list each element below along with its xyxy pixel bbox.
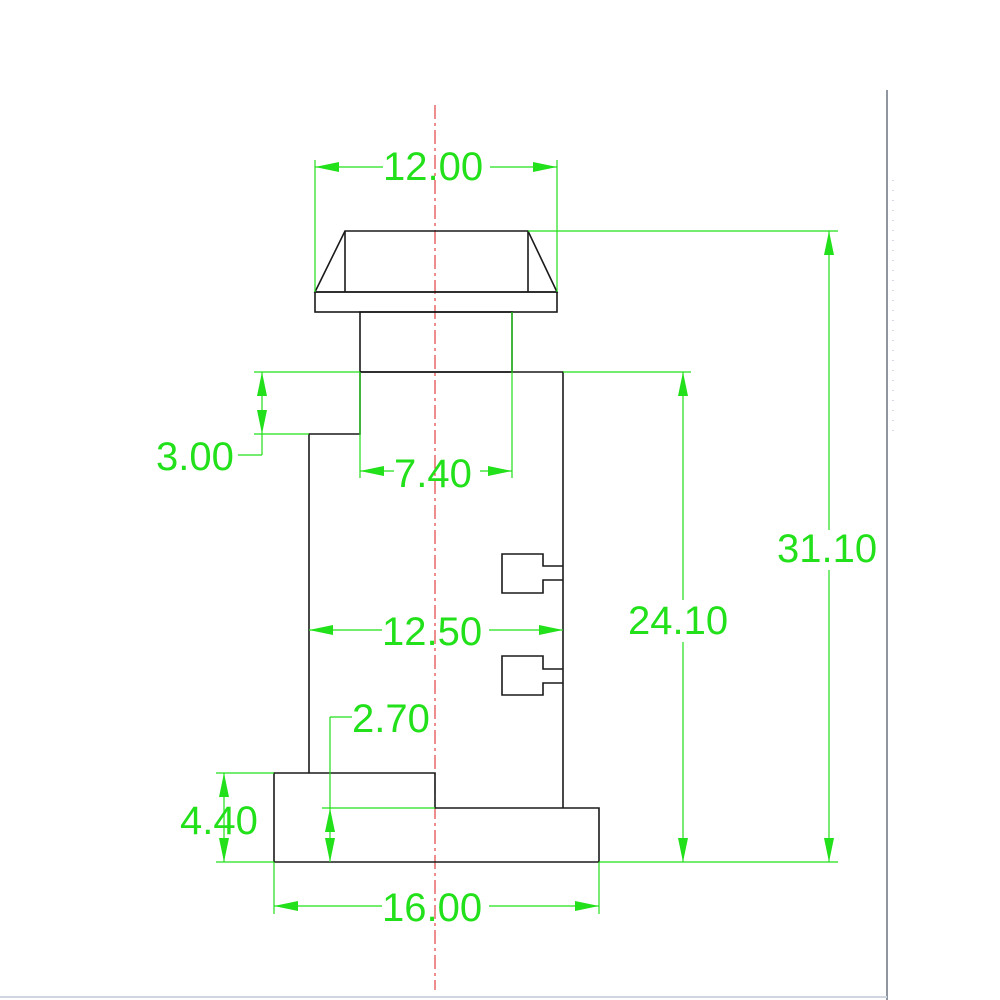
arrowhead bbox=[325, 808, 335, 832]
dimension-foot-step: 2.70 bbox=[322, 697, 435, 862]
dimension-text-body-width: 12.50 bbox=[382, 610, 482, 654]
arrowhead bbox=[678, 838, 688, 862]
arrowhead bbox=[824, 231, 834, 255]
arrowhead bbox=[824, 838, 834, 862]
arrowhead bbox=[257, 410, 267, 434]
arrowhead bbox=[533, 162, 557, 172]
base bbox=[273, 772, 600, 863]
dimension-text-shoulder-drop: 3.00 bbox=[156, 435, 234, 479]
dimension-text-top-width: 12.00 bbox=[383, 145, 483, 189]
dimension-top-width: 12.00 bbox=[314, 145, 558, 292]
side-tab-lower bbox=[501, 655, 563, 696]
dimension-total-height: 31.10 bbox=[528, 230, 877, 863]
dimension-text-base-width: 16.00 bbox=[382, 886, 482, 930]
arrowhead bbox=[360, 466, 384, 476]
arrowhead bbox=[315, 162, 339, 172]
dimension-text-total-height: 31.10 bbox=[777, 527, 877, 571]
arrowhead bbox=[309, 625, 333, 635]
dimension-text-foot-step: 2.70 bbox=[352, 697, 430, 741]
main-body bbox=[308, 371, 564, 808]
neck bbox=[359, 311, 513, 373]
arrowhead bbox=[325, 838, 335, 862]
arrowhead bbox=[678, 372, 688, 396]
arrowhead bbox=[539, 625, 563, 635]
arrowhead bbox=[219, 838, 229, 862]
dimension-base-height: 4.40 bbox=[180, 772, 274, 863]
side-tab-upper bbox=[501, 553, 563, 594]
dimension-base-width: 16.00 bbox=[273, 862, 600, 930]
dimension-shoulder-drop: 3.00 bbox=[156, 371, 360, 479]
arrowhead bbox=[257, 372, 267, 396]
cap-flange bbox=[314, 291, 558, 313]
cap-trapezoid bbox=[313, 230, 559, 293]
dimension-body-height: 24.10 bbox=[563, 371, 728, 862]
arrowhead bbox=[488, 466, 512, 476]
dimension-body-width: 12.50 bbox=[309, 610, 563, 654]
arrowhead bbox=[274, 901, 298, 911]
dimension-text-base-height: 4.40 bbox=[180, 799, 258, 843]
arrowhead bbox=[575, 901, 599, 911]
dimension-neck-width: 7.40 bbox=[359, 312, 513, 496]
arrowhead bbox=[219, 773, 229, 797]
dimension-text-neck-width: 7.40 bbox=[394, 452, 472, 496]
part-outline bbox=[273, 230, 600, 863]
dimension-text-body-height: 24.10 bbox=[628, 599, 728, 643]
